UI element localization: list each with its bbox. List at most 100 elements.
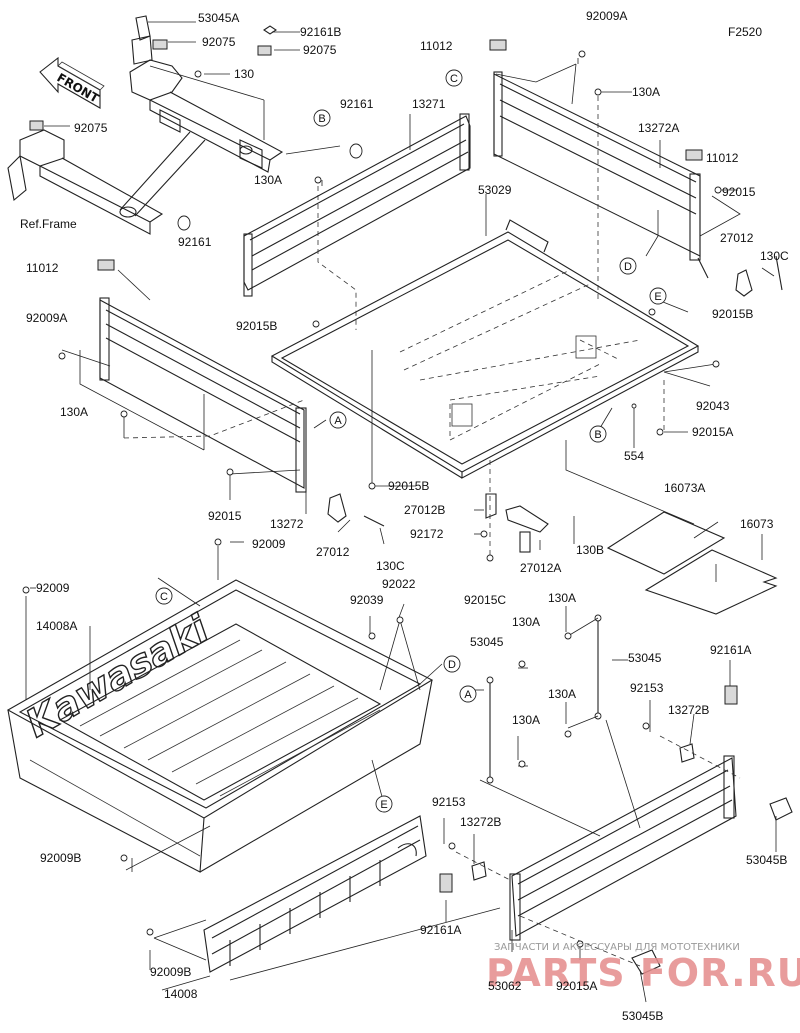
part-label: 53045	[628, 651, 662, 665]
cables-53045	[486, 614, 602, 784]
part-label: 27012B	[404, 503, 445, 517]
front-arrow-icon: FRONT	[39, 56, 105, 109]
callout-circle	[443, 655, 461, 673]
part-label: 92161B	[300, 25, 341, 39]
part-label: 92043	[696, 399, 730, 413]
floor-panel-53029	[270, 219, 700, 479]
part-label: 13271	[412, 97, 446, 111]
part-label: 130C	[760, 249, 789, 263]
callout-circle	[375, 795, 393, 813]
callout-group: B C E D B A C D A E	[155, 69, 667, 813]
part-label: 53045B	[746, 853, 787, 867]
part-label: 13272	[270, 517, 304, 531]
part-label: 92009B	[40, 851, 81, 865]
part-label: 92153	[630, 681, 664, 695]
part-label: 16073	[740, 517, 774, 531]
part-label: 92015A	[556, 979, 597, 993]
callout-c: C	[155, 587, 173, 605]
mat-panels	[606, 511, 778, 615]
callout-letter: B	[594, 429, 601, 441]
diagram-code: F2520	[728, 25, 762, 39]
callout-letter: A	[464, 689, 472, 701]
part-label: 92153	[432, 795, 466, 809]
part-label: 11012	[26, 261, 59, 275]
part-label: 92015C	[464, 593, 506, 607]
callout-circle	[445, 69, 463, 87]
part-label: 130	[234, 67, 254, 81]
part-label: 92075	[202, 35, 236, 49]
fastener-markers	[22, 50, 722, 948]
part-label: 92015B	[388, 479, 429, 493]
callout-circle	[589, 425, 607, 443]
callout-e: E	[649, 287, 667, 305]
part-label: 11012	[420, 39, 453, 53]
ref-frame-drawing	[7, 15, 363, 235]
label-group: 53045A92161B920759207513092075Ref.Frame9…	[20, 9, 789, 1023]
part-label: 14008	[164, 987, 198, 1001]
part-label: 130A	[548, 687, 576, 701]
callout-letter: E	[380, 799, 387, 811]
part-label: 130A	[60, 405, 88, 419]
tailgate-13272B	[439, 685, 793, 975]
part-label: 92009A	[26, 311, 67, 325]
watermark-line2: PARTS FOR.RU	[486, 951, 800, 995]
part-label: 130C	[376, 559, 405, 573]
callout-c: C	[445, 69, 463, 87]
callout-a: A	[329, 411, 347, 429]
part-label: 92161A	[420, 923, 461, 937]
part-label: 16073A	[664, 481, 705, 495]
part-label: 130A	[512, 713, 540, 727]
callout-letter: C	[450, 73, 458, 85]
part-label: 92015B	[236, 319, 277, 333]
callout-a: A	[459, 685, 477, 703]
callout-letter: B	[318, 113, 325, 125]
callout-d: D	[443, 655, 461, 673]
part-label: 53029	[478, 183, 512, 197]
part-label: 92015	[722, 185, 756, 199]
part-label: 130A	[254, 173, 282, 187]
callout-letter: E	[654, 291, 661, 303]
part-label: 53045	[470, 635, 504, 649]
part-label: 130A	[632, 85, 660, 99]
part-label: 92015A	[692, 425, 733, 439]
part-label: Ref.Frame	[20, 217, 77, 231]
part-label: 14008A	[36, 619, 77, 633]
part-label: 92161	[178, 235, 212, 249]
callout-d: D	[619, 257, 637, 275]
part-label: 92075	[74, 121, 108, 135]
part-label: 53045A	[198, 11, 239, 25]
callout-e: E	[375, 795, 393, 813]
callout-letter: D	[624, 261, 632, 273]
part-label: 11012	[706, 151, 739, 165]
callout-b: B	[589, 425, 607, 443]
side-panel-13271	[243, 113, 471, 297]
part-label: 92009	[252, 537, 286, 551]
part-label: 53045B	[622, 1009, 663, 1023]
part-label: 92009	[36, 581, 70, 595]
side-panel-13272	[97, 259, 347, 523]
part-label: 92161A	[710, 643, 751, 657]
callout-circle	[155, 587, 173, 605]
callout-circle	[619, 257, 637, 275]
callout-circle	[649, 287, 667, 305]
part-label: 27012A	[520, 561, 561, 575]
part-label: 92009B	[150, 965, 191, 979]
watermark-line1: ЗАПЧАСТИ И АКСЕССУАРЫ ДЛЯ МОТОТЕХНИКИ	[494, 942, 740, 953]
callout-letter: A	[334, 415, 342, 427]
part-label: 554	[624, 449, 644, 463]
part-label: 130B	[576, 543, 604, 557]
part-label: 130A	[512, 615, 540, 629]
part-label: 13272B	[668, 703, 709, 717]
part-label: 92172	[410, 527, 444, 541]
callout-circle	[313, 109, 331, 127]
part-label: 92075	[303, 43, 337, 57]
part-label: 92022	[382, 577, 416, 591]
callout-letter: C	[160, 591, 168, 603]
part-label: 130A	[548, 591, 576, 605]
callout-letter: D	[448, 659, 456, 671]
part-label: 13272B	[460, 815, 501, 829]
part-label: 92009A	[586, 9, 627, 23]
part-label: 27012	[720, 231, 754, 245]
